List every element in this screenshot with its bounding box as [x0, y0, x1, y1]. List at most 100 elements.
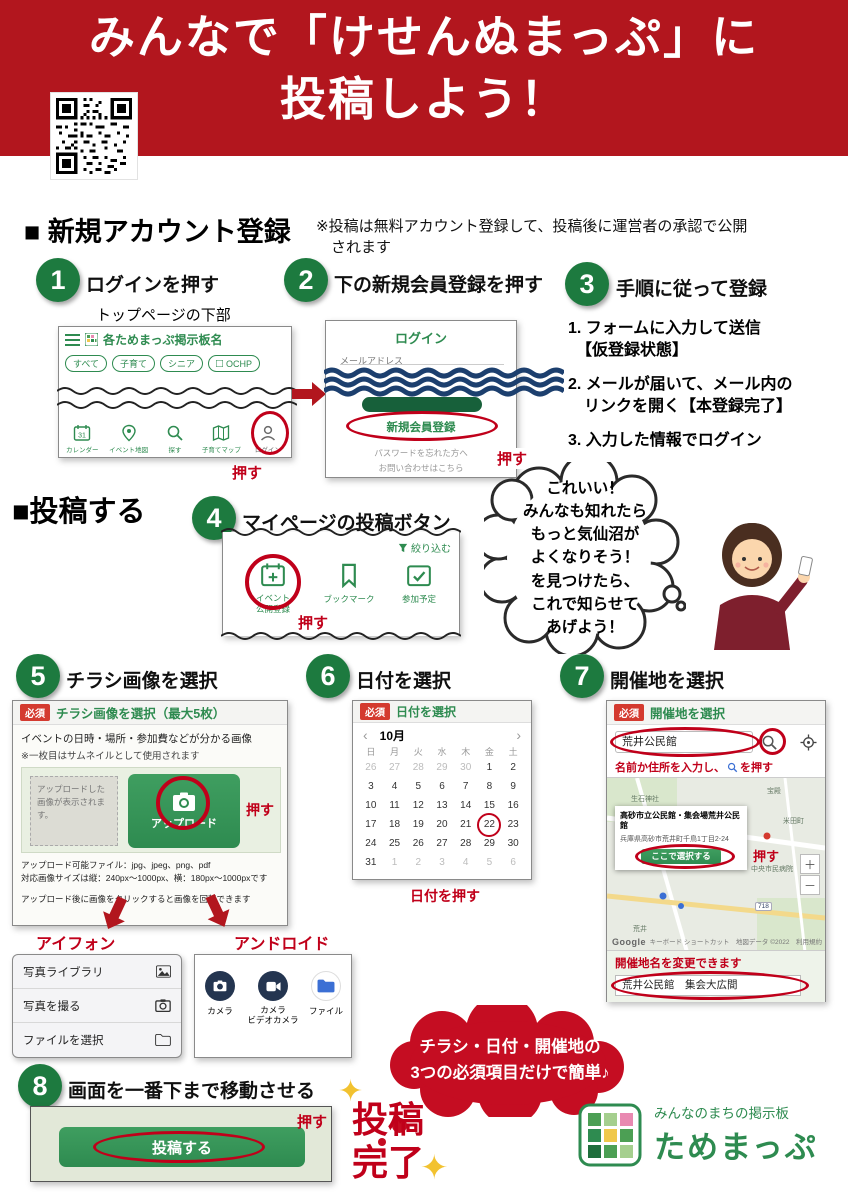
nav-item-event-map[interactable]: イベント地図: [105, 424, 151, 454]
calendar-day[interactable]: 23: [507, 819, 519, 830]
calendar-day[interactable]: 26: [412, 838, 424, 849]
calendar-day[interactable]: 19: [412, 819, 424, 830]
step5-screenshot: 必須 チラシ画像を選択（最大5枚） イベントの日時・場所・参加費などが分かる画像…: [12, 700, 288, 926]
tamemap-logo-icon: [578, 1103, 642, 1166]
android-label: アンドロイド: [234, 936, 330, 953]
android-file-item[interactable]: ファイル: [302, 971, 350, 1025]
calendar-day[interactable]: 1: [391, 857, 398, 868]
contact-link[interactable]: お問い合わせはこちら: [378, 463, 464, 473]
calendar-day[interactable]: 31: [365, 857, 377, 868]
register-note: ※投稿は無料アカウント登録して、投稿後に運営者の承認で公開 されます: [316, 218, 748, 256]
register-link[interactable]: 新規会員登録: [386, 422, 456, 434]
select-here-button[interactable]: ここで選択する: [641, 848, 721, 864]
calendar-day[interactable]: 6: [439, 781, 445, 792]
map-area[interactable]: 生石神社 宝殿 米田町 中央市民病院 荒井 718 高砂市立公民館・集会場荒井公…: [607, 777, 825, 951]
nav-item-calendar[interactable]: 31 カレンダー: [59, 424, 105, 454]
next-month-button[interactable]: ›: [516, 727, 521, 743]
calendar-day[interactable]: 21: [460, 819, 472, 830]
calendar-day[interactable]: 15: [483, 800, 495, 811]
flyer-panel-title: チラシ画像を選択（最大5枚）: [56, 707, 226, 721]
calendar-weekday-row: 日月火水木金土: [366, 747, 518, 757]
iphone-take-photo-item[interactable]: 写真を撮る: [13, 989, 181, 1023]
calendar-day[interactable]: 7: [462, 781, 469, 792]
calendar-day[interactable]: 25: [389, 838, 401, 849]
submit-post-button[interactable]: 投稿する: [59, 1127, 305, 1167]
calendar-day[interactable]: 14: [460, 800, 472, 811]
map-label: 荒井: [633, 926, 647, 933]
android-camera-item[interactable]: カメラ: [196, 971, 244, 1025]
month-label: 10月: [379, 728, 406, 743]
torn-edge-wave: [324, 385, 564, 397]
nav-item-login[interactable]: ログイン: [245, 424, 291, 454]
calendar-day[interactable]: 3: [439, 857, 445, 868]
venue-name-input[interactable]: 荒井公民館 集会大広間: [615, 975, 801, 996]
calendar-day[interactable]: 5: [486, 857, 493, 868]
calendar-day[interactable]: 5: [415, 781, 422, 792]
zoom-in-button[interactable]: ＋: [800, 854, 820, 874]
action-bookmark[interactable]: ブックマーク: [317, 562, 381, 605]
action-event-register[interactable]: イベント 公開登録: [241, 562, 305, 614]
logo-tagline: みんなのまちの掲示板: [654, 1106, 789, 1121]
step4-number: 4: [192, 496, 236, 540]
forgot-password-link[interactable]: パスワードを忘れた方へ: [374, 448, 468, 458]
zoom-out-button[interactable]: －: [800, 875, 820, 895]
filter-chip-senior[interactable]: シニア: [160, 355, 204, 372]
calendar-day[interactable]: 8: [486, 781, 493, 792]
nav-item-kosodate-map[interactable]: 子育てマップ: [198, 424, 244, 454]
calendar-day[interactable]: 1: [486, 762, 493, 773]
filter-button[interactable]: 絞り込む: [398, 540, 451, 555]
calendar-day[interactable]: 29: [483, 838, 495, 849]
calendar-day[interactable]: 28: [412, 762, 424, 773]
calendar-day[interactable]: 18: [389, 819, 401, 830]
poster-title-line1: みんなで「けせんぬまっぷ」に: [88, 11, 760, 63]
calendar-day[interactable]: 24: [365, 838, 377, 849]
calendar-day[interactable]: 27: [436, 838, 448, 849]
hamburger-menu-icon[interactable]: [65, 333, 80, 346]
venue-search-input[interactable]: 荒井公民館: [615, 731, 753, 753]
iphone-photo-library-item[interactable]: 写真ライブラリ: [13, 955, 181, 989]
calendar-day[interactable]: 13: [436, 800, 448, 811]
calendar-day[interactable]: 4: [391, 781, 398, 792]
search-hint: 名前か住所を入力し、 を押す: [615, 762, 773, 774]
calendar-day[interactable]: 30: [460, 762, 472, 773]
calendar-day[interactable]: 17: [365, 819, 377, 830]
calendar-day[interactable]: 28: [460, 838, 472, 849]
cloud-puff: [378, 1138, 386, 1146]
gps-target-icon[interactable]: [800, 733, 817, 751]
calendar-day[interactable]: 16: [507, 800, 519, 811]
android-video-item[interactable]: カメラ ビデオカメラ: [246, 971, 300, 1025]
prev-month-button[interactable]: ‹: [363, 727, 368, 743]
checkbox-icon: [216, 360, 224, 367]
filter-chip-kosodate[interactable]: 子育て: [112, 355, 156, 372]
calendar-day[interactable]: 2: [415, 857, 422, 868]
login-submit-button[interactable]: [362, 397, 482, 412]
calendar-day[interactable]: 20: [436, 819, 448, 830]
search-icon[interactable]: [761, 734, 778, 751]
calendar-day[interactable]: 30: [507, 838, 519, 849]
calendar-day[interactable]: 2: [510, 762, 516, 773]
calendar-day[interactable]: 10: [365, 800, 377, 811]
iphone-choose-file-item[interactable]: ファイルを選択: [13, 1023, 181, 1057]
calendar-day[interactable]: 26: [365, 762, 377, 773]
step3-item: 3. 入力した情報でログイン: [568, 431, 762, 449]
calendar-day[interactable]: 3: [368, 781, 374, 792]
calendar-day[interactable]: 29: [436, 762, 448, 773]
filter-chip-ochp[interactable]: OCHP: [208, 355, 261, 372]
calendar-day[interactable]: 11: [389, 800, 400, 811]
calendar-day[interactable]: 9: [510, 781, 516, 792]
calendar-day-selected[interactable]: 22: [478, 815, 502, 834]
nav-item-search[interactable]: 探す: [152, 424, 198, 454]
arrow-right-icon: [292, 382, 326, 406]
calendar-icon: 31: [74, 425, 91, 441]
filter-chip-all[interactable]: すべて: [65, 355, 108, 372]
upload-button[interactable]: アップロード: [128, 774, 240, 848]
calendar-day[interactable]: 4: [462, 857, 469, 868]
calendar-day[interactable]: 12: [412, 800, 424, 811]
calendar-day[interactable]: 27: [389, 762, 401, 773]
step4-press-label: 押す: [298, 615, 329, 632]
email-field[interactable]: [340, 357, 504, 365]
action-attend[interactable]: 参加予定: [387, 562, 451, 605]
calendar-day[interactable]: 6: [510, 857, 516, 868]
poster-title-line2: 投稿しよう！: [280, 73, 568, 126]
